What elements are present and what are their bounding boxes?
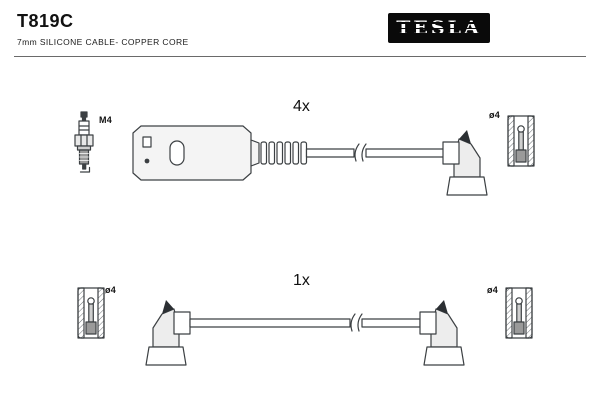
subtitle: 7mm SILICONE CABLE- COPPER CORE <box>17 37 189 47</box>
logo-stripe <box>393 27 485 30</box>
row1-cable-line <box>305 148 445 158</box>
row2-right-terminal-diameter-label: ø4 <box>487 285 499 295</box>
row2-left-terminal-diameter-label: ø4 <box>105 285 117 295</box>
row2-cable-break-icon <box>350 313 363 332</box>
row1-angle-boot-icon <box>442 130 488 196</box>
logo-stripe <box>393 22 485 24</box>
row2-right-terminal-sleeve-icon <box>505 287 533 339</box>
logo-stripe <box>393 33 485 35</box>
brand-logo: TESLA <box>388 13 490 43</box>
row2-cable-line <box>189 318 421 328</box>
straight-connector-icon <box>132 125 260 181</box>
row2-quantity-label: 1x <box>293 272 310 289</box>
header-divider <box>14 56 586 57</box>
row2-left-terminal-sleeve-icon <box>77 287 105 339</box>
row1-cable-break-icon <box>354 143 367 162</box>
row2-right-angle-boot-icon <box>419 300 465 366</box>
corrugated-sleeve-icon <box>260 141 308 165</box>
row2-left-angle-boot-icon <box>145 300 191 366</box>
row1-terminal-diameter-label: ø4 <box>489 110 501 120</box>
spark-plug-icon <box>74 111 94 173</box>
spark-plug-thread-label: M4 <box>99 115 113 125</box>
row1-quantity-label: 4x <box>293 98 310 115</box>
row1-terminal-sleeve-icon <box>507 115 535 167</box>
part-number: T819C <box>17 11 74 31</box>
